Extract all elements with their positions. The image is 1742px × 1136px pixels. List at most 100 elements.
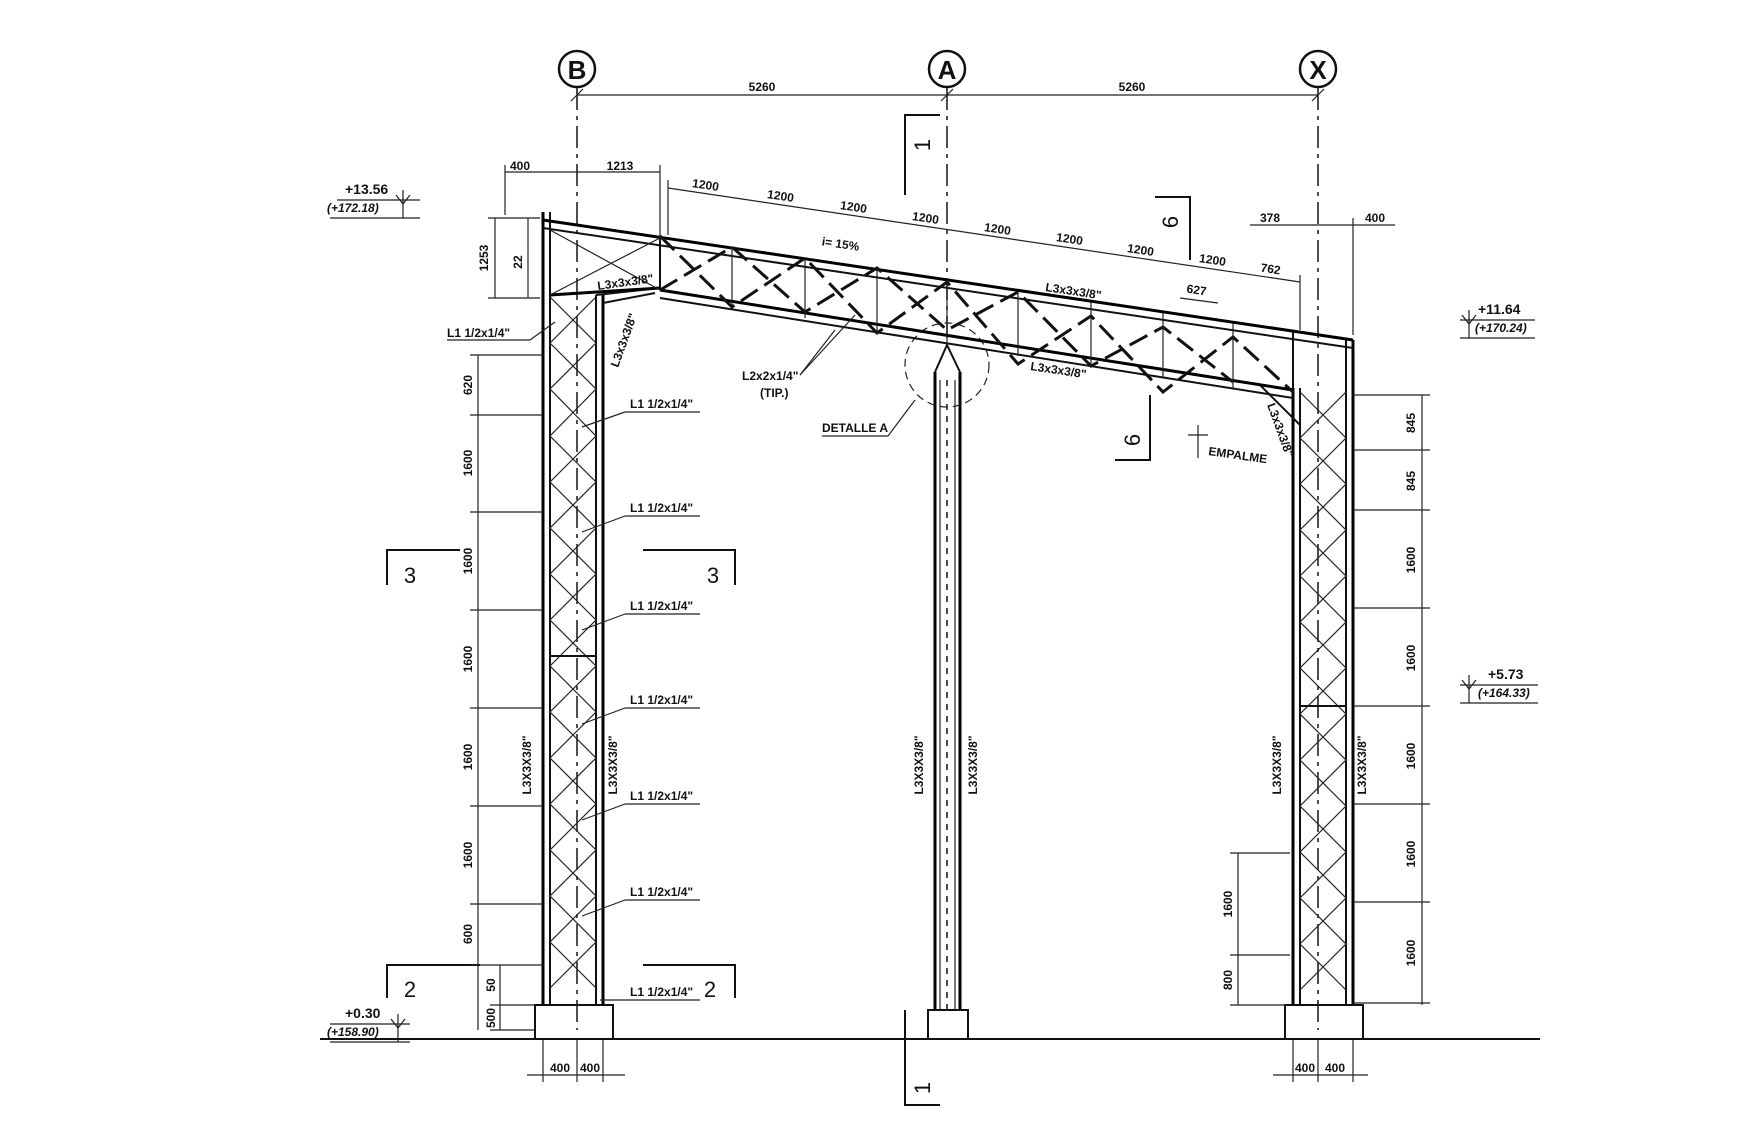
dim-right-col-6: 1600 xyxy=(1404,840,1418,867)
dim-left-top-2: 1213 xyxy=(607,159,634,173)
base-dim-right-2: 400 xyxy=(1325,1061,1345,1075)
svg-text:L3X3X3/8": L3X3X3/8" xyxy=(520,735,534,794)
dim-left-col-9: 500 xyxy=(484,1008,498,1028)
roof-truss xyxy=(542,218,1354,399)
left-lattice-column xyxy=(534,212,661,1040)
span-dim-left: 5260 xyxy=(749,80,776,94)
svg-text:L1 1/2x1/4": L1 1/2x1/4" xyxy=(630,397,693,411)
base-plate-left xyxy=(534,1004,614,1040)
svg-text:(+170.24): (+170.24) xyxy=(1475,321,1527,335)
svg-text:+11.64: +11.64 xyxy=(1478,301,1521,317)
elevation-mark-top-left: +13.56 (+172.18) xyxy=(327,181,420,219)
dim-left-col-2: 1600 xyxy=(461,449,475,476)
svg-text:L1 1/2x1/4": L1 1/2x1/4" xyxy=(630,599,693,613)
svg-text:(+164.33): (+164.33) xyxy=(1478,686,1530,700)
dim-left-col-5: 1600 xyxy=(461,743,475,770)
right-lattice-column xyxy=(1259,340,1364,1040)
svg-text:X: X xyxy=(1309,55,1327,85)
svg-text:+0.30: +0.30 xyxy=(345,1005,381,1021)
dim-panel-6: 1200 xyxy=(1055,230,1084,248)
dim-right-col-7: 1600 xyxy=(1404,939,1418,966)
dim-right-col-2: 845 xyxy=(1404,471,1418,491)
dim-panel-2: 1200 xyxy=(766,187,795,205)
dim-panel-1: 1200 xyxy=(691,176,720,194)
dim-right-col-5: 1600 xyxy=(1404,742,1418,769)
dim-left-col-8: 50 xyxy=(484,978,498,992)
label-detail-a: DETALLE A xyxy=(822,421,888,435)
svg-text:+13.56: +13.56 xyxy=(345,181,388,197)
truss-panel-dimensions: 400 1213 1200 1200 1200 1200 1200 1200 1… xyxy=(477,159,1395,335)
svg-text:L3X3X3/8": L3X3X3/8" xyxy=(1355,735,1369,794)
base-dim-left-2: 400 xyxy=(580,1061,600,1075)
base-dim-left-1: 400 xyxy=(550,1061,570,1075)
dim-left-top-1: 400 xyxy=(510,159,530,173)
base-plate-right xyxy=(1284,1004,1364,1040)
dim-panel-4: 1200 xyxy=(911,209,940,227)
grid-bubble-a: A xyxy=(927,49,967,89)
section-3-right: 3 xyxy=(707,563,719,588)
elevation-mark-right-upper: +11.64 (+170.24) xyxy=(1460,301,1535,339)
svg-text:B: B xyxy=(568,55,587,85)
label-knee-left: L3x3x3/8" xyxy=(608,311,640,369)
section-1-bottom: 1 xyxy=(910,1082,935,1094)
center-column xyxy=(904,322,990,1040)
base-dimensions: 400 400 400 400 xyxy=(527,1040,1368,1082)
grid-bubble-x: X xyxy=(1298,49,1338,89)
right-column-dimensions: 845 845 1600 1600 1600 1600 1600 1600 80… xyxy=(1221,394,1430,1006)
dim-panel-7: 1200 xyxy=(1126,241,1155,259)
svg-text:L1 1/2x1/4": L1 1/2x1/4" xyxy=(630,501,693,515)
svg-text:A: A xyxy=(938,55,957,85)
label-web-truss-typ: (TIP.) xyxy=(760,386,788,400)
svg-text:L1 1/2x1/4": L1 1/2x1/4" xyxy=(630,985,693,999)
dim-panel-10: 627 xyxy=(1186,282,1208,299)
svg-text:L1 1/2x1/4": L1 1/2x1/4" xyxy=(630,789,693,803)
section-1-top: 1 xyxy=(910,139,935,151)
svg-text:L3X3X3/8": L3X3X3/8" xyxy=(1270,735,1284,794)
label-lacing-top: L1 1/2x1/4" xyxy=(447,326,510,340)
svg-text:+5.73: +5.73 xyxy=(1488,666,1524,682)
grid-bubble-b: B xyxy=(557,49,597,89)
base-plate-center xyxy=(927,1009,969,1040)
dim-right-inner-2: 800 xyxy=(1221,970,1235,990)
dim-right-col-4: 1600 xyxy=(1404,644,1418,671)
section-3-left: 3 xyxy=(404,563,416,588)
section-markers: 1 1 6 6 3 3 2 2 xyxy=(386,114,1191,1106)
section-6-top: 6 xyxy=(1158,216,1183,228)
svg-text:L1 1/2x1/4": L1 1/2x1/4" xyxy=(630,693,693,707)
dim-truss-depth: 1253 xyxy=(477,244,491,271)
base-dim-right-1: 400 xyxy=(1295,1061,1315,1075)
svg-text:L3X3X3/8": L3X3X3/8" xyxy=(966,735,980,794)
dim-truss-offset: 22 xyxy=(511,255,525,269)
dim-right-col-3: 1600 xyxy=(1404,546,1418,573)
section-2-right: 2 xyxy=(704,977,716,1002)
dim-right-top-1: 378 xyxy=(1260,211,1280,225)
dim-left-col-7: 600 xyxy=(461,924,475,944)
svg-text:L1 1/2x1/4": L1 1/2x1/4" xyxy=(630,885,693,899)
dim-panel-3: 1200 xyxy=(839,198,868,216)
svg-text:L3X3X3/8": L3X3X3/8" xyxy=(912,735,926,794)
section-6-bottom: 6 xyxy=(1120,434,1145,446)
dim-left-col-6: 1600 xyxy=(461,841,475,868)
dim-panel-5: 1200 xyxy=(983,220,1012,238)
label-splice: EMPALME xyxy=(1208,444,1268,466)
left-column-dimensions: 620 1600 1600 1600 1600 1600 600 50 500 xyxy=(461,354,543,1031)
elevation-mark-right-mid: +5.73 (+164.33) xyxy=(1460,666,1538,704)
dim-left-col-3: 1600 xyxy=(461,547,475,574)
svg-text:(+172.18): (+172.18) xyxy=(327,201,379,215)
dim-panel-8: 1200 xyxy=(1198,251,1227,269)
section-2-left: 2 xyxy=(404,977,416,1002)
dim-right-top-2: 400 xyxy=(1365,211,1385,225)
dim-right-inner-1: 1600 xyxy=(1221,890,1235,917)
label-rafter-bottom: L3x3x3/8" xyxy=(1030,359,1088,381)
slope-label: i= 15% xyxy=(821,234,861,253)
dim-left-col-1: 620 xyxy=(461,375,475,395)
label-web-truss: L2x2x1/4" xyxy=(742,369,798,383)
dim-left-col-4: 1600 xyxy=(461,645,475,672)
svg-text:(+158.90): (+158.90) xyxy=(327,1025,379,1039)
elevation-marks: +13.56 (+172.18) +11.64 (+170.24) +5.73 … xyxy=(327,181,1538,1043)
grid-axes: B A X 5260 5260 xyxy=(557,49,1338,1030)
elevation-mark-base-left: +0.30 (+158.90) xyxy=(327,1005,410,1043)
svg-text:L3X3X3/8": L3X3X3/8" xyxy=(606,735,620,794)
column-chord-labels: L3X3X3/8" L3X3X3/8" L3X3X3/8" L3X3X3/8" … xyxy=(520,735,1369,794)
